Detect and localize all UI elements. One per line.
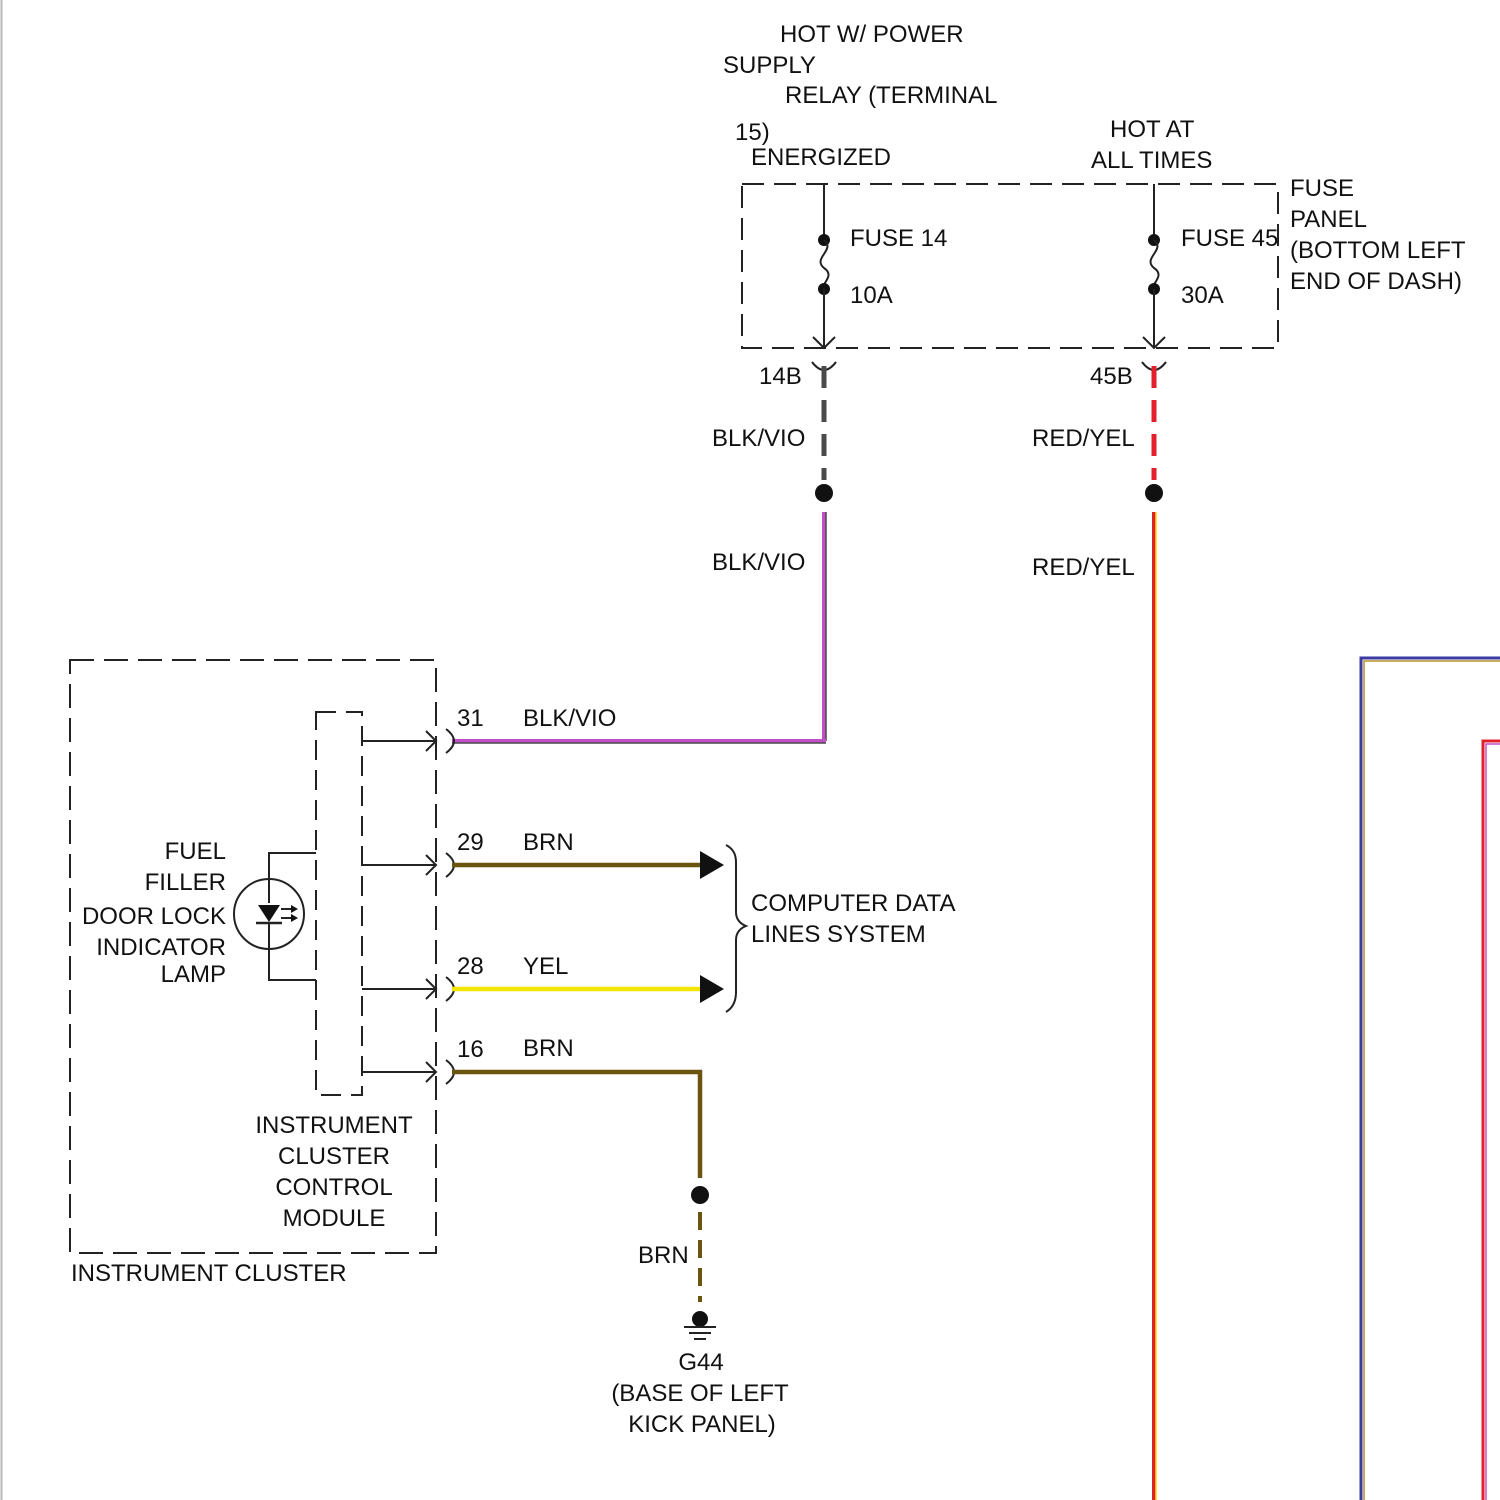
svg-text:31: 31 [457, 705, 484, 732]
svg-text:BRN: BRN [523, 1035, 574, 1062]
svg-text:END OF DASH): END OF DASH) [1290, 268, 1462, 295]
svg-text:CLUSTER: CLUSTER [278, 1143, 390, 1170]
wire-brn-pin29: BRN [452, 829, 724, 879]
svg-text:ALL TIMES: ALL TIMES [1091, 147, 1212, 174]
svg-text:28: 28 [457, 953, 484, 980]
svg-text:CONTROL: CONTROL [275, 1174, 392, 1201]
wire-blk-vio: BLK/VIO BLK/VIO BLK/VIO [452, 366, 833, 743]
ground-name: G44 [678, 1349, 723, 1376]
wire-label-red-yel-lower: RED/YEL [1032, 554, 1135, 581]
fuse-45: FUSE 45 30A 45B [1090, 184, 1278, 390]
svg-text:INSTRUMENT: INSTRUMENT [255, 1112, 413, 1139]
fuse-45-name: FUSE 45 [1181, 225, 1278, 252]
hot-at-all-times-label: HOT AT ALL TIMES [1091, 116, 1212, 174]
wire-brn-ground: BRN BRN [452, 1035, 709, 1302]
svg-text:15): 15) [735, 119, 770, 146]
svg-text:LAMP: LAMP [161, 961, 226, 988]
svg-text:SUPPLY: SUPPLY [723, 52, 816, 79]
svg-text:FUSE: FUSE [1290, 175, 1354, 202]
svg-text:FILLER: FILLER [145, 869, 226, 896]
instrument-cluster-title: INSTRUMENT CLUSTER [71, 1260, 347, 1287]
pin-31: 31 [362, 705, 484, 753]
fuse-panel-label: FUSE PANEL (BOTTOM LEFT END OF DASH) [1290, 175, 1466, 295]
wire-label-blk-vio-upper: BLK/VIO [712, 425, 805, 452]
svg-text:29: 29 [457, 829, 484, 856]
relay-power-label: HOT W/ POWER SUPPLY RELAY (TERMINAL 15) … [723, 21, 998, 171]
svg-text:(BOTTOM LEFT: (BOTTOM LEFT [1290, 237, 1466, 264]
svg-text:HOT W/ POWER: HOT W/ POWER [780, 21, 964, 48]
ground-g44: G44 (BASE OF LEFT KICK PANEL) [611, 1311, 789, 1438]
connector-45b: 45B [1090, 363, 1133, 390]
svg-text:DOOR LOCK: DOOR LOCK [82, 903, 226, 930]
ground-location-line2: KICK PANEL) [628, 1411, 776, 1438]
connector-14b: 14B [759, 363, 802, 390]
cluster-control-module-outline [316, 712, 362, 1095]
fuse-14-rating: 10A [850, 282, 893, 309]
wire-label-red-yel-upper: RED/YEL [1032, 425, 1135, 452]
pin-16: 16 [362, 1036, 484, 1084]
indicator-lamp [234, 853, 316, 980]
ground-location-line1: (BASE OF LEFT [611, 1380, 789, 1407]
svg-text:16: 16 [457, 1036, 484, 1063]
adjacent-page-frame [1361, 658, 1500, 1500]
fuse-45-rating: 30A [1181, 282, 1224, 309]
svg-text:INDICATOR: INDICATOR [96, 934, 226, 961]
svg-text:YEL: YEL [523, 953, 568, 980]
svg-text:COMPUTER DATA: COMPUTER DATA [751, 890, 955, 917]
wire-label-blk-vio-pin31: BLK/VIO [523, 705, 616, 732]
wire-red-yel: RED/YEL RED/YEL [1032, 366, 1163, 1500]
svg-text:ENERGIZED: ENERGIZED [751, 144, 891, 171]
svg-text:MODULE: MODULE [283, 1205, 386, 1232]
fuse-14: FUSE 14 10A 14B [759, 184, 947, 390]
svg-text:HOT AT: HOT AT [1110, 116, 1195, 143]
module-label: INSTRUMENT CLUSTER CONTROL MODULE [255, 1112, 413, 1232]
lamp-label: FUEL FILLER DOOR LOCK INDICATOR LAMP [82, 838, 226, 988]
svg-text:FUEL: FUEL [165, 838, 226, 865]
computer-data-lines: COMPUTER DATA LINES SYSTEM [726, 845, 955, 1012]
svg-text:LINES SYSTEM: LINES SYSTEM [751, 921, 926, 948]
pin-29: 29 [362, 829, 484, 877]
wire-yel-pin28: YEL [452, 953, 724, 1003]
fuse-14-name: FUSE 14 [850, 225, 947, 252]
svg-text:PANEL: PANEL [1290, 206, 1367, 233]
svg-text:BRN: BRN [523, 829, 574, 856]
pin-28: 28 [362, 953, 484, 1001]
wire-label-blk-vio-lower: BLK/VIO [712, 549, 805, 576]
svg-text:BRN: BRN [638, 1242, 689, 1269]
svg-text:RELAY (TERMINAL: RELAY (TERMINAL [785, 82, 998, 109]
